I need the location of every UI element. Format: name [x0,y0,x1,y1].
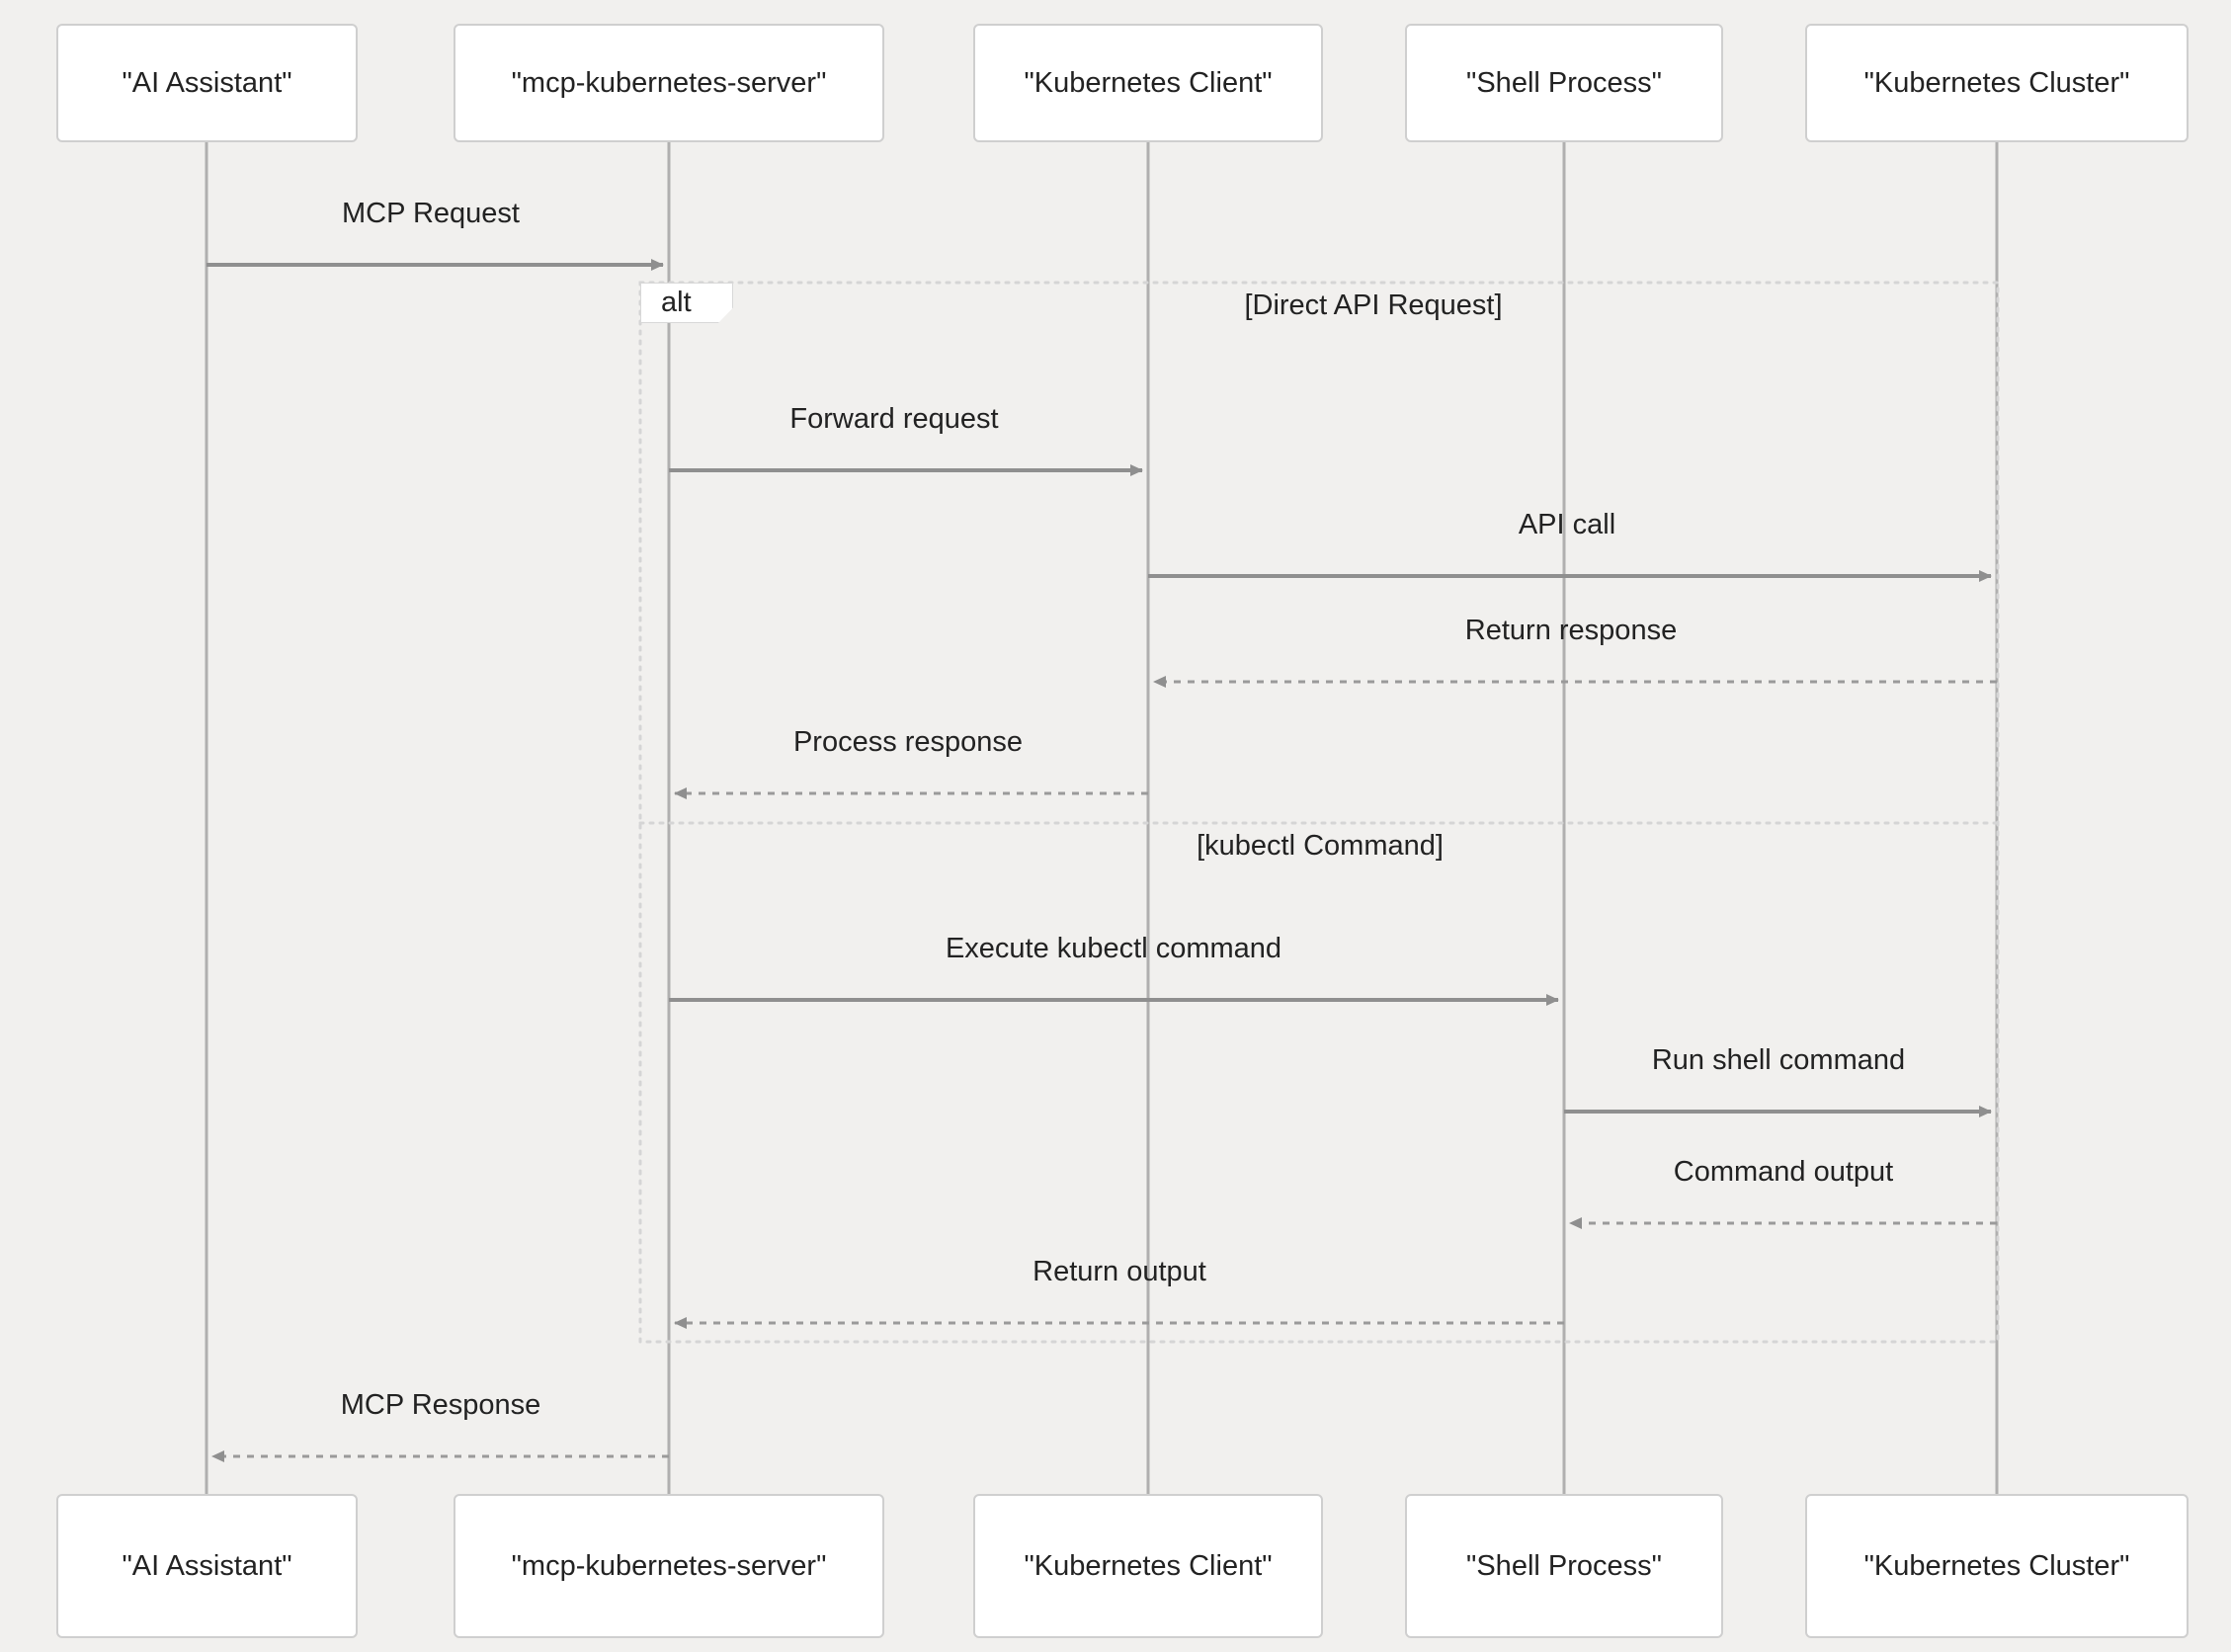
participant-box-ai-assistant-top[interactable]: "AI Assistant" [56,24,358,142]
participant-box-kubernetes-client-bottom[interactable]: "Kubernetes Client" [973,1494,1323,1638]
participant-label-ai-assistant-bottom: "AI Assistant" [122,1549,292,1582]
alt-fragment-border [638,281,2000,1344]
participant-box-mcp-kubernetes-server-bottom[interactable]: "mcp-kubernetes-server" [454,1494,884,1638]
message-label-execute-kubectl-command: Execute kubectl command [945,933,1282,964]
alt-condition-label-0: [Direct API Request] [1244,289,1503,321]
participant-label-kubernetes-cluster-bottom: "Kubernetes Cluster" [1863,1549,2130,1582]
participant-label-mcp-kubernetes-server-top: "mcp-kubernetes-server" [511,66,827,99]
participant-label-kubernetes-client-bottom: "Kubernetes Client" [1024,1549,1273,1582]
message-label-mcp-response: MCP Response [340,1389,541,1421]
message-label-mcp-request: MCP Request [342,198,520,229]
participant-box-mcp-kubernetes-server-top[interactable]: "mcp-kubernetes-server" [454,24,884,142]
alt-fragment-tag-label: alt [661,287,692,318]
participant-box-kubernetes-cluster-top[interactable]: "Kubernetes Cluster" [1805,24,2189,142]
participant-box-kubernetes-cluster-bottom[interactable]: "Kubernetes Cluster" [1805,1494,2189,1638]
alt-fragment-tag: alt [640,283,733,323]
participant-box-kubernetes-client-top[interactable]: "Kubernetes Client" [973,24,1323,142]
participant-label-shell-process-top: "Shell Process" [1466,66,1662,99]
participant-label-kubernetes-client-top: "Kubernetes Client" [1024,66,1273,99]
participant-label-ai-assistant-top: "AI Assistant" [122,66,292,99]
participant-box-ai-assistant-bottom[interactable]: "AI Assistant" [56,1494,358,1638]
participant-box-shell-process-bottom[interactable]: "Shell Process" [1405,1494,1723,1638]
message-label-process-response: Process response [792,726,1024,758]
message-label-return-response: Return response [1464,615,1678,646]
participant-label-kubernetes-cluster-top: "Kubernetes Cluster" [1863,66,2130,99]
message-label-run-shell-command: Run shell command [1651,1044,1906,1076]
participant-label-shell-process-bottom: "Shell Process" [1466,1549,1662,1582]
participant-box-shell-process-top[interactable]: "Shell Process" [1405,24,1723,142]
message-arrows-group [207,259,1997,1462]
message-label-forward-request: Forward request [789,403,999,435]
alt-condition-label-1: [kubectl Command] [1197,830,1444,862]
message-label-command-output: Command output [1673,1156,1894,1188]
alt-fragment-outline [638,281,2000,1344]
message-label-api-call: API call [1518,509,1616,540]
participant-label-mcp-kubernetes-server-bottom: "mcp-kubernetes-server" [511,1549,827,1582]
lifelines-group [205,142,1999,1494]
message-label-return-output: Return output [1033,1256,1206,1287]
